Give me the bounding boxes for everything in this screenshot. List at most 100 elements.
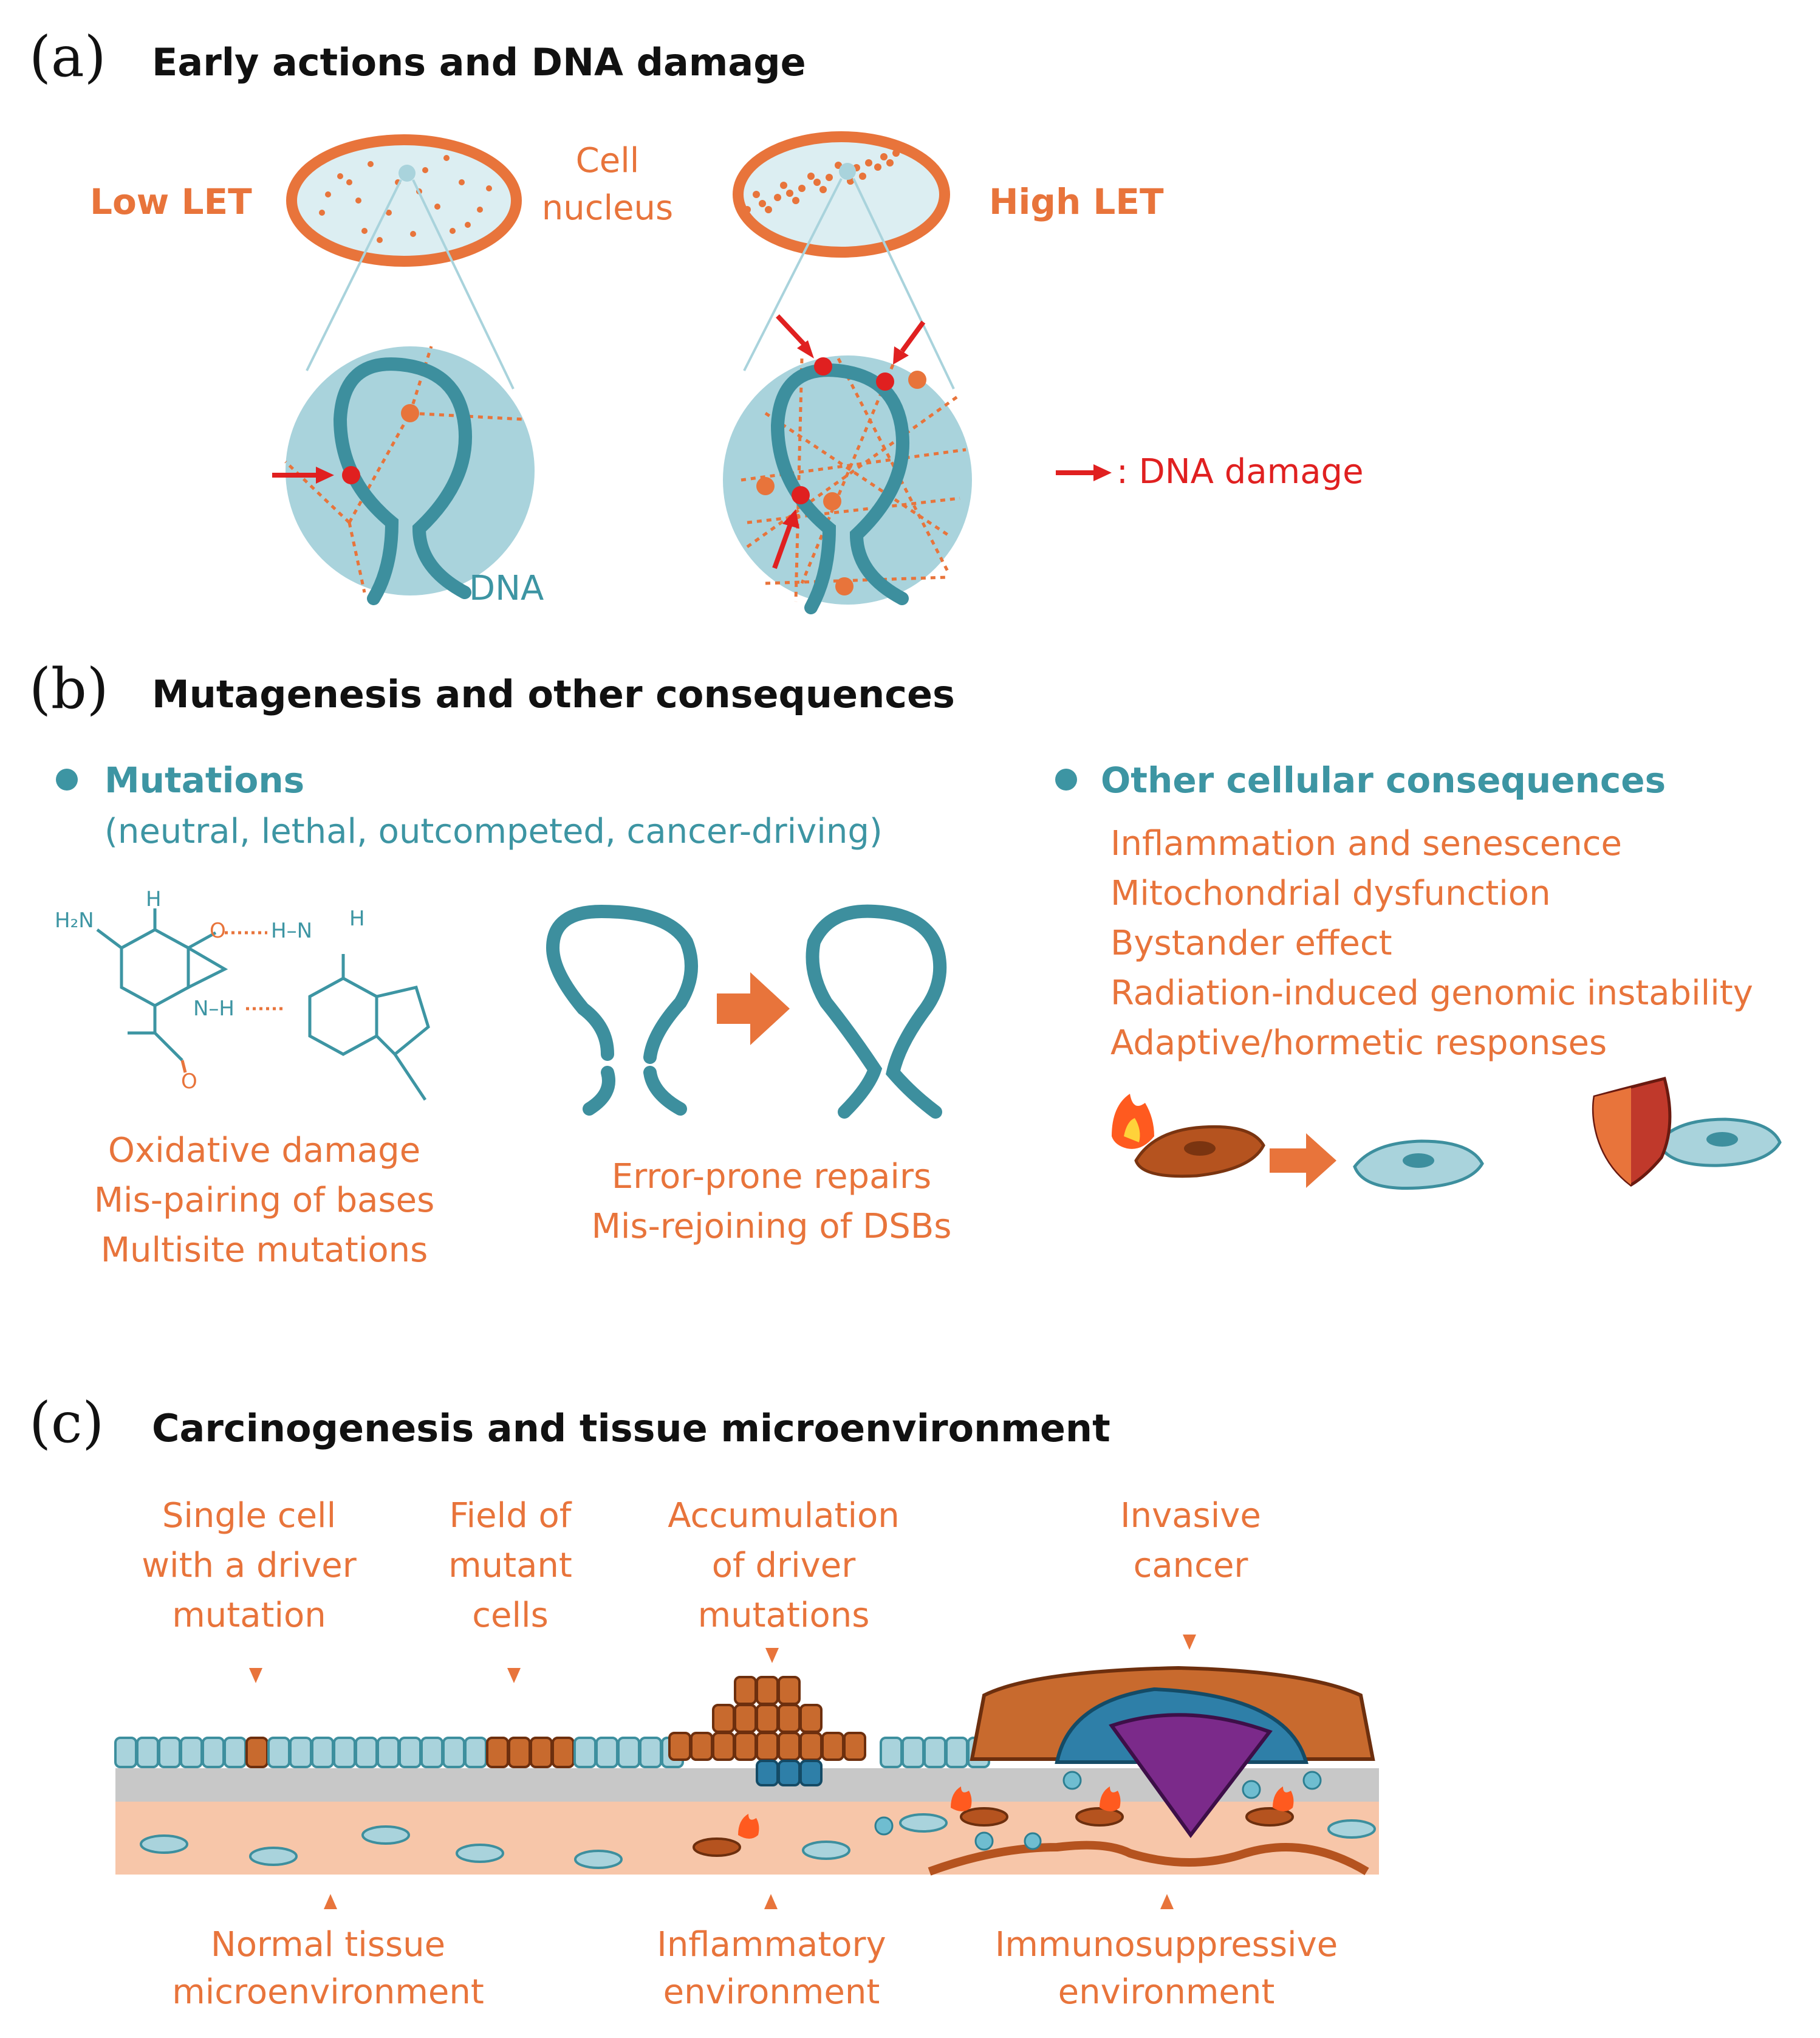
mutant-cell: [530, 1737, 553, 1768]
top-label-1-line2: with a driver: [142, 1546, 357, 1585]
top-label-2-line2: mutant: [448, 1546, 572, 1585]
bottom-label-1-line1: Normal tissue: [210, 1925, 446, 1964]
chem-h-bond: H–N: [271, 919, 312, 943]
normal-cell: [355, 1737, 378, 1768]
top-label-3-line3: mutations: [697, 1596, 870, 1635]
repair-line-2: Mis-rejoining of DSBs: [591, 1207, 952, 1246]
protected-cell-icon: [1592, 1076, 1782, 1187]
top-label-1-line3: mutation: [172, 1596, 326, 1635]
bottom-label-3-line1: Immunosuppressive: [994, 1925, 1338, 1964]
high-let-nucleus: [733, 131, 955, 389]
normal-cell: [880, 1737, 903, 1768]
chem-nh: N–H: [193, 997, 234, 1021]
other-item-1: Inflammation and senescence: [1110, 824, 1622, 863]
dna-misrejoining-icon: [546, 904, 947, 1119]
early-lesion: [668, 1676, 866, 1761]
normal-cell: [420, 1737, 443, 1768]
normal-cell: [311, 1737, 334, 1768]
panel-b-letter: (b): [29, 656, 109, 721]
repair-line-1: Error-prone repairs: [611, 1157, 932, 1196]
normal-cell: [377, 1737, 400, 1768]
epithelial-cell-row: [114, 1737, 990, 1768]
normal-cell: [114, 1737, 137, 1768]
panel-c-title: Carcinogenesis and tissue microenvironme…: [152, 1406, 1110, 1450]
normal-cell: [267, 1737, 290, 1768]
oxidative-line-2: Mis-pairing of bases: [94, 1181, 435, 1220]
nucleus-label-line2: nucleus: [541, 188, 674, 228]
top-label-3-line2: of driver: [711, 1546, 856, 1585]
normal-cell: [333, 1737, 356, 1768]
normal-cell: [464, 1737, 487, 1768]
mutations-heading: Mutations: [104, 760, 305, 801]
mutant-cell: [552, 1737, 575, 1768]
dna-label: DNA: [469, 569, 544, 608]
panel-b-illustration: [56, 769, 1782, 1190]
base-pair-structure-icon: [96, 908, 430, 1101]
damage-legend-arrow-icon: [1056, 464, 1112, 481]
inflammation-fire-icons: [738, 1786, 1294, 1839]
top-label-2-line3: cells: [472, 1596, 549, 1635]
panel-a-illustration: [272, 131, 1112, 614]
bottom-label-3-line2: environment: [1058, 1972, 1275, 2012]
normal-cell: [289, 1737, 312, 1768]
top-label-2-line1: Field of: [449, 1496, 572, 1535]
top-label-3-line1: Accumulation: [668, 1496, 900, 1535]
top-label-4-line1: Invasive: [1120, 1496, 1261, 1535]
low-let-nucleus: [286, 134, 522, 389]
panel-a-title: Early actions and DNA damage: [152, 40, 806, 84]
invasive-tumor: [970, 1666, 1375, 1839]
bottom-label-2-line1: Inflammatory: [657, 1925, 886, 1964]
chem-h-right: H: [349, 907, 365, 931]
normal-cell: [202, 1737, 225, 1768]
mutant-cell: [486, 1737, 509, 1768]
normal-cell: [158, 1737, 181, 1768]
normal-cell: [617, 1737, 640, 1768]
other-item-3: Bystander effect: [1110, 924, 1392, 963]
top-label-4-line2: cancer: [1133, 1546, 1248, 1585]
mutant-cell: [245, 1737, 269, 1768]
low-let-damage-arrow: [272, 467, 334, 484]
high-let-damage-arrows: [772, 314, 926, 569]
chem-o1: O: [210, 919, 226, 943]
repair-arrow-icon: [717, 972, 790, 1045]
mutations-subheading: (neutral, lethal, outcompeted, cancer-dr…: [104, 812, 883, 851]
other-consequences-heading: Other cellular consequences: [1101, 760, 1666, 801]
panel-c-letter: (c): [29, 1390, 104, 1455]
damage-legend-text: : DNA damage: [1117, 452, 1364, 492]
stromal-cells: [140, 1813, 1376, 1869]
normal-cell: [136, 1737, 159, 1768]
nucleus-label-line1: Cell: [575, 141, 640, 180]
panel-a-letter: (a): [29, 24, 106, 89]
panel-b-title: Mutagenesis and other consequences: [152, 672, 955, 716]
low-let-label: Low LET: [90, 181, 252, 222]
normal-cell: [595, 1737, 618, 1768]
high-let-label: High LET: [989, 181, 1164, 222]
chem-o2: O: [181, 1069, 197, 1094]
normal-cell: [901, 1737, 925, 1768]
normal-cell: [224, 1737, 247, 1768]
healthy-cell-icon: [1353, 1139, 1484, 1190]
normal-cell: [573, 1737, 597, 1768]
normal-cell: [180, 1737, 203, 1768]
bottom-label-2-line2: environment: [663, 1972, 880, 2012]
oxidative-line-3: Multisite mutations: [100, 1230, 428, 1270]
blood-vessel: [928, 1841, 1369, 1876]
low-let-dna-zoom: [284, 346, 535, 605]
other-item-5: Adaptive/hormetic responses: [1110, 1023, 1607, 1063]
senescent-cell-icon: [1112, 1094, 1265, 1178]
bottom-label-1-line2: microenvironment: [172, 1972, 484, 2012]
top-label-1-line1: Single cell: [162, 1496, 337, 1535]
mutant-cell: [508, 1737, 531, 1768]
senescence-arrow-icon: [1270, 1133, 1336, 1188]
other-item-2: Mitochondrial dysfunction: [1110, 874, 1551, 913]
oxidative-line-1: Oxidative damage: [108, 1131, 421, 1170]
chem-h2n: H₂N: [55, 908, 94, 933]
normal-cell: [399, 1737, 422, 1768]
other-item-4: Radiation-induced genomic instability: [1110, 973, 1753, 1013]
normal-cell: [945, 1737, 968, 1768]
normal-cell: [639, 1737, 662, 1768]
normal-cell: [442, 1737, 465, 1768]
normal-cell: [923, 1737, 946, 1768]
chem-h-top: H: [146, 887, 162, 911]
